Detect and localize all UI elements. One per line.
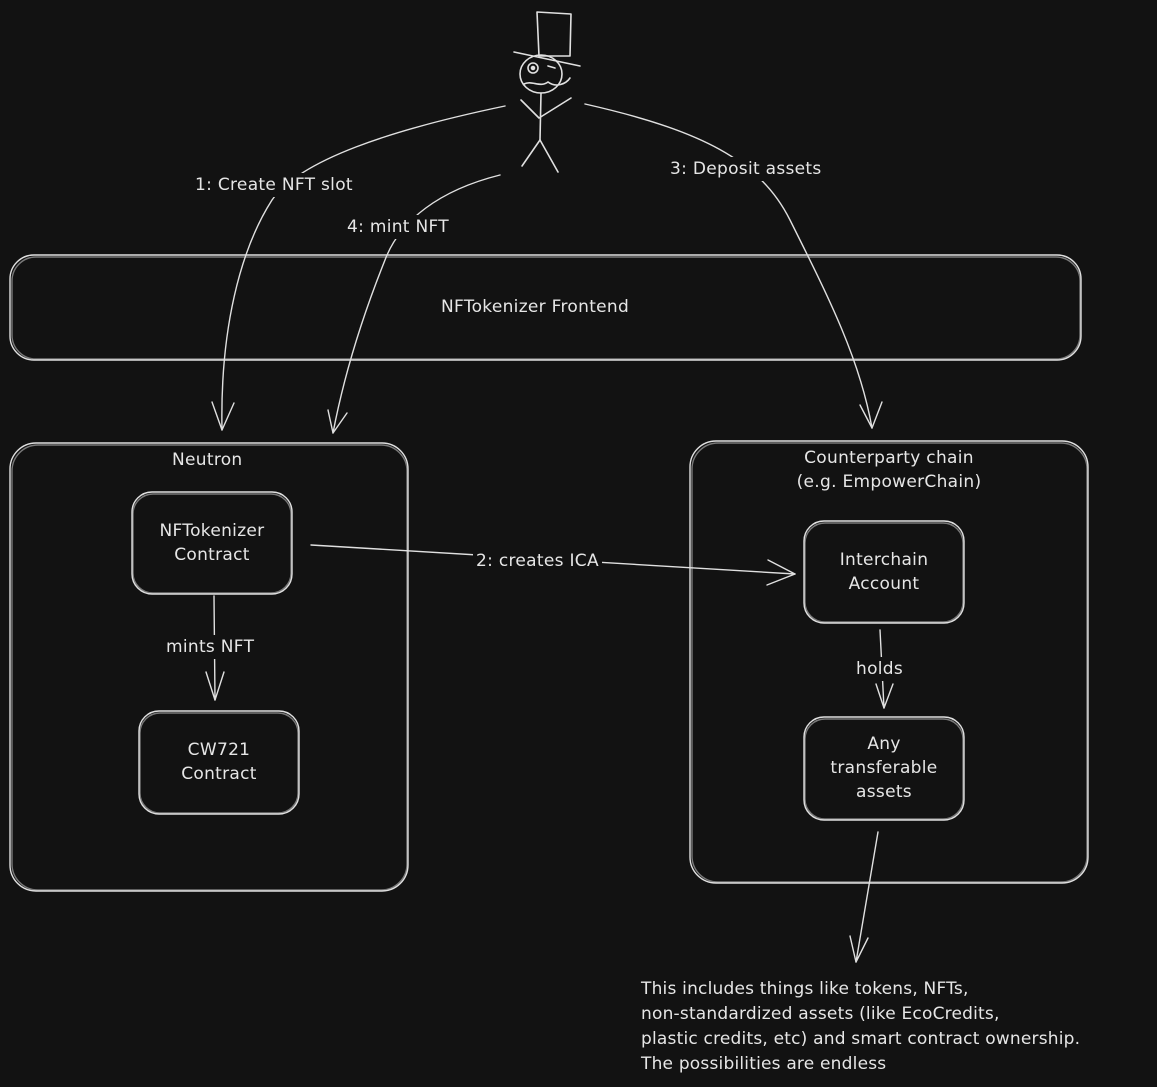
cw721-contract-line2: Contract [181, 764, 257, 784]
interchain-account-line2: Account [848, 574, 920, 594]
assets-label: Any transferable assets [804, 732, 964, 804]
note-line1: This includes things like tokens, NFTs, [641, 979, 969, 999]
interchain-account-line1: Interchain [839, 550, 929, 570]
assets-line1: Any [867, 734, 901, 754]
edge-label-creates-ica: 2: creates ICA [473, 549, 602, 573]
note-line2: non-standardized assets (like EcoCredits… [641, 1004, 1000, 1024]
edge-label-create-slot: 1: Create NFT slot [192, 173, 356, 197]
interchain-account-box [803, 520, 965, 624]
arrow-mint-nft [332, 174, 501, 434]
nftokenizer-contract-line1: NFTokenizer [159, 521, 265, 541]
edge-label-holds: holds [853, 657, 907, 681]
cw721-contract-box [138, 710, 300, 815]
arrow-deposit-assets [584, 103, 873, 429]
note-line3: plastic credits, etc) and smart contract… [641, 1029, 1081, 1049]
nftokenizer-contract-label: NFTokenizer Contract [132, 519, 292, 567]
nftokenizer-contract-box [131, 491, 293, 595]
arrow-create-slot [221, 105, 506, 431]
frontend-box [9, 254, 1082, 361]
note-line4: The possibilities are endless [641, 1054, 887, 1074]
frontend-label: NFTokenizer Frontend [441, 297, 630, 317]
cw721-contract-label: CW721 Contract [139, 738, 299, 786]
assets-line2: transferable [830, 758, 938, 778]
edge-label-mints-nft: mints NFT [163, 635, 258, 659]
nftokenizer-contract-line2: Contract [174, 545, 250, 565]
interchain-account-label: Interchain Account [804, 548, 964, 596]
edge-label-deposit-assets: 3: Deposit assets [667, 157, 825, 181]
counterparty-title: Counterparty chain (e.g. EmpowerChain) [690, 446, 1088, 494]
neutron-container [9, 442, 409, 892]
counterparty-title-line1: Counterparty chain [804, 448, 974, 468]
counterparty-container [689, 440, 1089, 884]
assets-box [803, 716, 965, 821]
assets-line3: assets [856, 782, 912, 802]
counterparty-title-line2: (e.g. EmpowerChain) [796, 472, 982, 492]
top-hat-stick-figure-icon [513, 11, 581, 173]
cw721-contract-line1: CW721 [187, 740, 251, 760]
arrow-to-note [855, 831, 879, 963]
neutron-title: Neutron [172, 450, 243, 470]
assets-note: This includes things like tokens, NFTs, … [641, 977, 1080, 1077]
edge-label-mint-nft: 4: mint NFT [344, 215, 452, 239]
